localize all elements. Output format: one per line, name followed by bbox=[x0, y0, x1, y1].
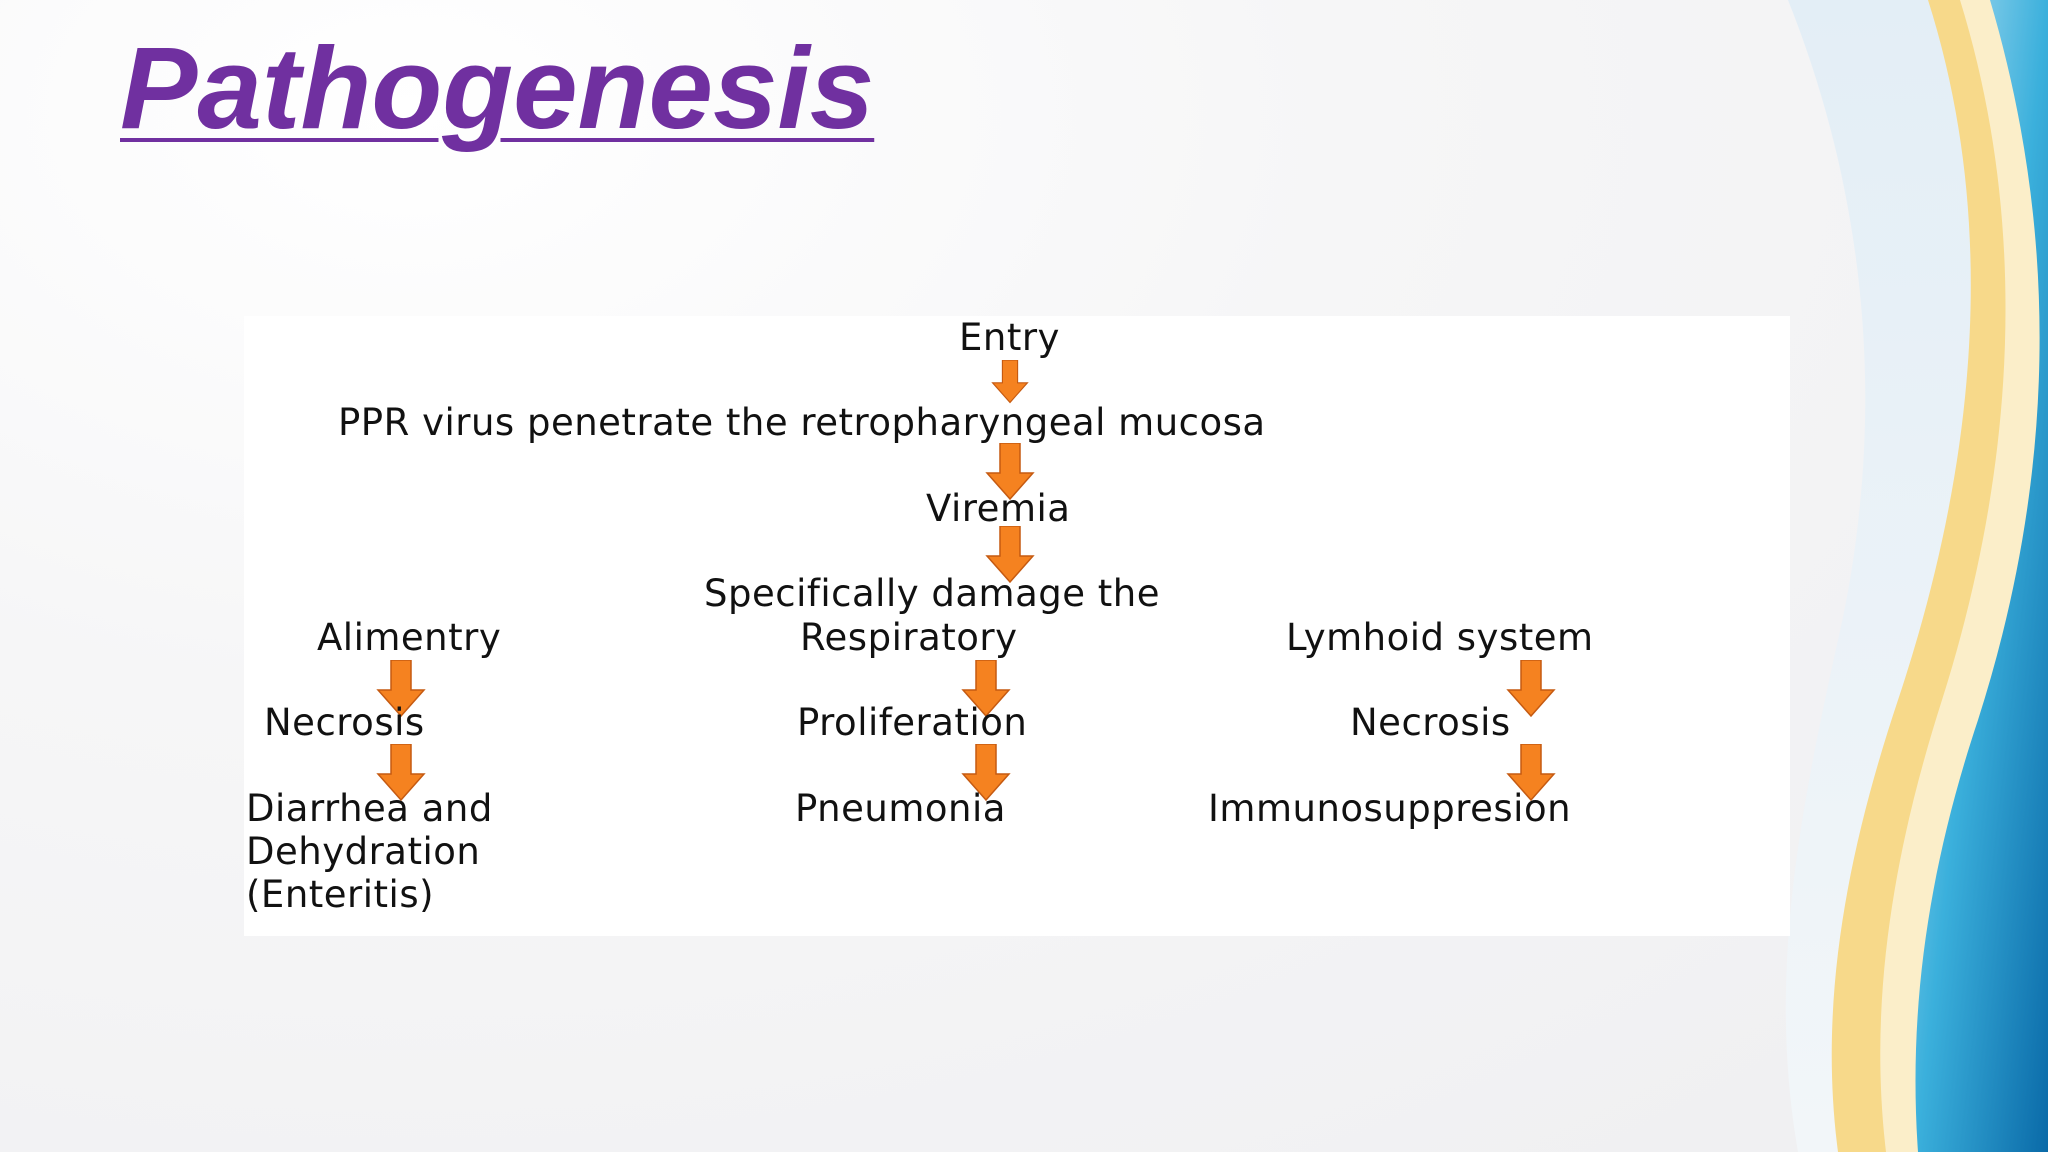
node-system-alimentry: Alimentry bbox=[317, 616, 502, 659]
down-arrow-icon bbox=[376, 744, 426, 802]
node-effect-lymphoid: Necrosis bbox=[1350, 701, 1511, 744]
node-damage: Specifically damage the bbox=[704, 572, 1161, 615]
down-arrow-icon bbox=[961, 744, 1011, 802]
node-outcome-alimentry-line2: Dehydration bbox=[246, 830, 481, 873]
down-arrow-icon bbox=[985, 443, 1035, 501]
node-effect-alimentry: Necrosis bbox=[264, 701, 425, 744]
pathogenesis-flowchart: Entry PPR virus penetrate the retrophary… bbox=[244, 316, 1790, 936]
decorative-wave bbox=[1785, 0, 2048, 1152]
node-penetrate: PPR virus penetrate the retropharyngeal … bbox=[338, 401, 1266, 444]
node-outcome-alimentry-line1: Diarrhea and bbox=[246, 787, 493, 830]
down-arrow-icon bbox=[991, 360, 1029, 404]
node-viremia: Viremia bbox=[926, 487, 1071, 530]
node-outcome-respiratory: Pneumonia bbox=[795, 787, 1006, 830]
slide-title: Pathogenesis bbox=[120, 23, 875, 153]
node-entry: Entry bbox=[959, 316, 1060, 359]
node-system-respiratory: Respiratory bbox=[800, 616, 1018, 659]
down-arrow-icon bbox=[376, 660, 426, 718]
down-arrow-icon bbox=[985, 526, 1035, 584]
node-outcome-lymphoid: Immunosuppresion bbox=[1208, 787, 1572, 830]
node-system-lymphoid: Lymhoid system bbox=[1286, 616, 1594, 659]
down-arrow-icon bbox=[1506, 660, 1556, 718]
down-arrow-icon bbox=[1506, 744, 1556, 802]
node-outcome-alimentry-line3: (Enteritis) bbox=[246, 873, 435, 916]
node-effect-respiratory: Proliferation bbox=[797, 701, 1028, 744]
down-arrow-icon bbox=[961, 660, 1011, 718]
